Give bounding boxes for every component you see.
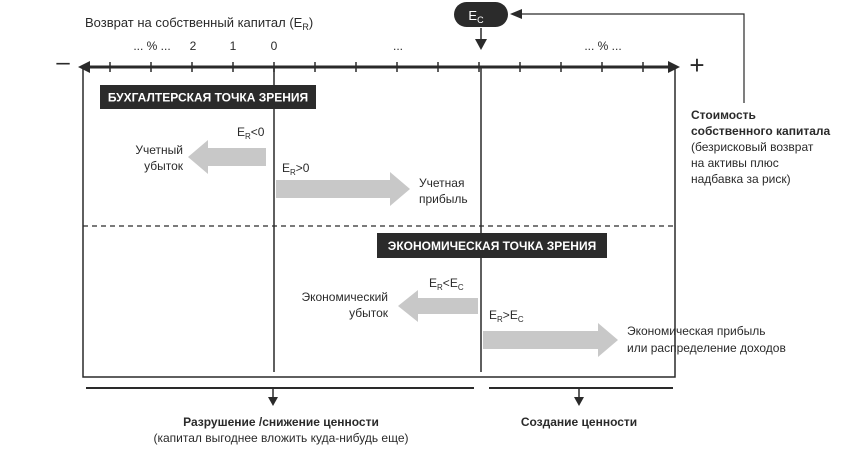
ec-marker-label: EC <box>468 8 484 25</box>
plus-sign: + <box>689 50 704 80</box>
cost-note-line3: надбавка за риск) <box>691 172 791 186</box>
tick-label-0: 0 <box>271 39 278 53</box>
minus-sign: – <box>56 49 70 76</box>
economic-loss-line2: убыток <box>349 306 389 320</box>
accounting-neg-condition: ER<0 <box>237 125 265 141</box>
accounting-loss-arrow <box>188 140 266 174</box>
axis-arrow-left-icon <box>78 61 90 73</box>
cost-note-line2: на активы плюс <box>691 156 779 170</box>
axis-arrow-right-icon <box>668 61 680 73</box>
destruction-note: (капитал выгоднее вложить куда-нибудь ещ… <box>153 431 408 445</box>
accounting-pos-condition: ER>0 <box>282 161 310 177</box>
destruction-arrow-icon <box>268 397 278 406</box>
economic-pos-condition: ER>EC <box>489 308 524 324</box>
ec-down-arrow-icon <box>475 39 487 50</box>
economic-profit-arrow <box>483 323 618 357</box>
tick-label-2: 2 <box>190 39 197 53</box>
cost-title-line2: собственного капитала <box>691 124 831 138</box>
economic-loss-line1: Экономический <box>301 290 388 304</box>
tick-label-percent-right: ... % ... <box>584 39 621 53</box>
accounting-profit-line2: прибыль <box>419 192 468 206</box>
economic-profit-line1: Экономическая прибыль <box>627 324 766 338</box>
economic-neg-condition: ER<EC <box>429 276 464 292</box>
creation-arrow-icon <box>574 397 584 406</box>
axis-title: Возврат на собственный капитал (ER) <box>85 15 313 32</box>
cost-title-line1: Стоимость <box>691 108 756 122</box>
accounting-profit-line1: Учетная <box>419 176 464 190</box>
accounting-loss-line1: Учетный <box>135 143 183 157</box>
destruction-title: Разрушение /снижение ценности <box>183 415 379 429</box>
tick-label-percent-left: ... % ... <box>133 39 170 53</box>
accounting-header: БУХГАЛТЕРСКАЯ ТОЧКА ЗРЕНИЯ <box>108 91 308 105</box>
economic-header: ЭКОНОМИЧЕСКАЯ ТОЧКА ЗРЕНИЯ <box>388 239 596 253</box>
ec-marker-badge <box>454 2 508 27</box>
tick-label-1: 1 <box>230 39 237 53</box>
accounting-header-box <box>100 85 316 109</box>
tick-label-ellipsis: ... <box>393 39 403 53</box>
creation-title: Создание ценности <box>521 415 637 429</box>
cost-note-line1: (безрисковый возврат <box>691 140 814 154</box>
economic-loss-arrow <box>398 290 478 322</box>
economic-profit-line2: или распределение доходов <box>627 341 786 355</box>
cost-connector-line <box>522 13 745 103</box>
accounting-profit-arrow <box>276 172 410 206</box>
accounting-loss-line2: убыток <box>144 159 184 173</box>
return-axis <box>86 62 672 72</box>
diagram-frame <box>82 67 676 378</box>
economic-header-box <box>377 233 607 258</box>
cost-connector-arrow-icon <box>510 9 522 19</box>
